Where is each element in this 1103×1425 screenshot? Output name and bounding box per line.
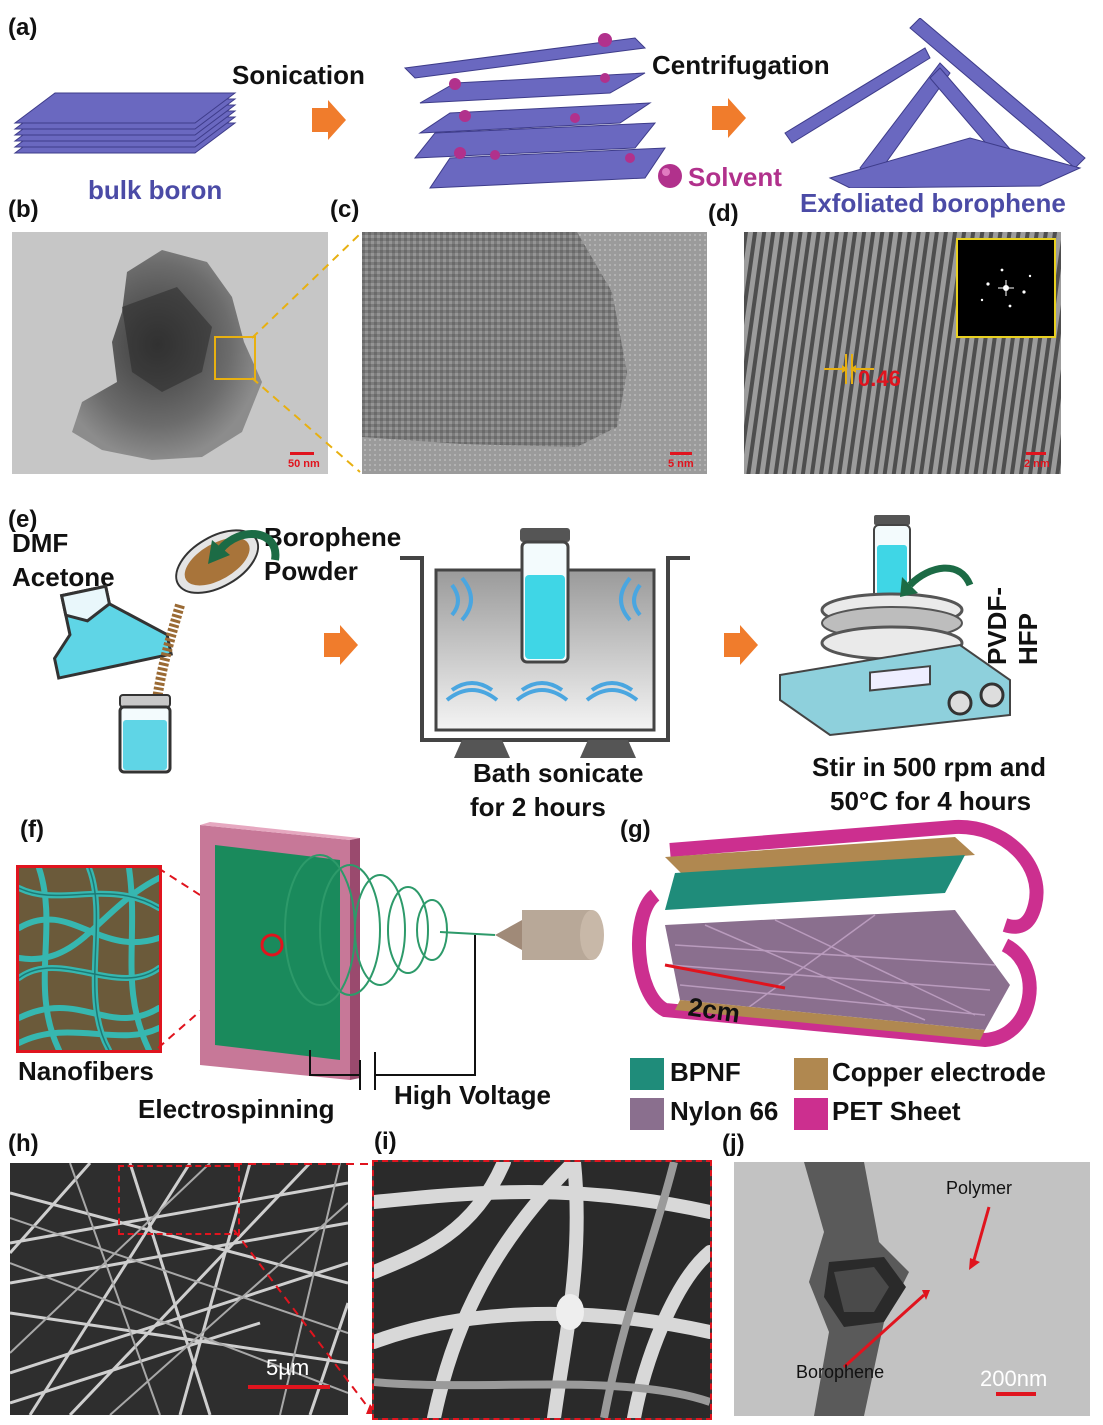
stir-label: Stir in 500 rpm and	[812, 752, 1047, 782]
tem-image-j: Polymer Borophene 200nm	[734, 1162, 1090, 1416]
scale-bar-label: 5 nm	[668, 458, 694, 470]
solvent-label: Solvent	[688, 162, 782, 192]
high-voltage-label: High Voltage	[394, 1080, 551, 1110]
nanofiber-inset	[16, 865, 162, 1053]
panel-label-c: (c)	[330, 196, 360, 223]
legend-swatch-nylon	[630, 1098, 664, 1130]
dmf-label: DMF	[12, 528, 69, 558]
scale-bar-label: 50 nm	[288, 458, 320, 470]
bulk-boron-label: bulk boron	[88, 175, 223, 205]
lattice-spacing-label: 0.46	[858, 366, 901, 391]
arrow-icon	[724, 625, 758, 665]
stir-conditions-label: 50°C for 4 hours	[830, 786, 1032, 816]
sem-image-h: 5µm	[10, 1163, 348, 1415]
electrospinning-label: Electrospinning	[138, 1094, 335, 1124]
panel-label-f: (f)	[20, 816, 44, 843]
solvent-ball-icon	[658, 164, 682, 188]
panel-label-i: (i)	[374, 1128, 397, 1155]
teng-device	[632, 819, 1044, 1048]
borophene-label: Borophene	[264, 522, 402, 552]
scale-bar-label: 2 nm	[1024, 458, 1050, 470]
panel-label-a: (a)	[8, 14, 38, 41]
electrospinning-setup	[157, 822, 604, 1090]
scale-bar	[670, 452, 692, 455]
bath-sonicator	[400, 528, 690, 758]
scale-bar	[248, 1385, 330, 1389]
zoom-lines	[233, 1163, 378, 1414]
zoom-region-box	[214, 336, 256, 380]
scale-bar-label: 5µm	[266, 1355, 310, 1380]
panel-label-b: (b)	[8, 196, 39, 223]
legend-swatch-pet	[794, 1098, 828, 1130]
mixing-illustration	[52, 529, 280, 774]
hot-plate-stirrer	[779, 515, 1011, 737]
fft-inset	[956, 238, 1056, 338]
arrow-icon	[712, 98, 746, 138]
bulk-boron-stack	[13, 92, 237, 154]
scale-bar-label: 200nm	[980, 1366, 1048, 1391]
legend-label-bpnf: BPNF	[670, 1057, 741, 1087]
sem-image-i	[372, 1160, 712, 1420]
exfoliated-borophene-label: Exfoliated borophene	[800, 188, 1066, 218]
bath-duration-label: for 2 hours	[470, 792, 606, 822]
legend-label-pet: PET Sheet	[832, 1096, 961, 1126]
legend-label-copper: Copper electrode	[832, 1057, 1046, 1087]
scale-bar	[996, 1392, 1036, 1396]
panel-label-e: (e)	[8, 506, 38, 533]
sonication-label: Sonication	[232, 60, 365, 90]
tem-image-b: 50 nm	[12, 232, 328, 474]
nanofibers-label: Nanofibers	[18, 1056, 154, 1086]
legend-swatch-bpnf	[630, 1058, 664, 1090]
pvdf-hfp-label: PVDF-HFP	[982, 587, 1043, 665]
hrtem-image-c: 5 nm	[362, 232, 707, 474]
polymer-label: Polymer	[946, 1178, 1013, 1198]
spacing-marker	[824, 354, 874, 384]
scale-bar	[1026, 452, 1046, 455]
exfoliated-flakes	[784, 18, 1086, 188]
borophene-annotation: Borophene	[796, 1362, 885, 1382]
powder-label: Powder	[264, 556, 358, 586]
panel-label-d: (d)	[708, 200, 739, 227]
legend-label-nylon: Nylon 66	[670, 1096, 779, 1126]
scale-bar	[290, 452, 314, 455]
centrifugation-label: Centrifugation	[652, 50, 830, 80]
panel-label-j: (j)	[722, 1130, 745, 1157]
intercalated-sheets	[403, 33, 666, 189]
legend-swatch-copper	[794, 1058, 828, 1090]
panel-label-h: (h)	[8, 1130, 39, 1157]
arrow-icon	[312, 100, 346, 140]
zoom-lines	[251, 233, 361, 473]
arrow-icon	[324, 625, 358, 665]
panel-label-g: (g)	[620, 816, 651, 843]
zoom-region-box	[118, 1165, 240, 1235]
lattice-image-d: 0.46 2 nm	[744, 232, 1061, 474]
bath-sonicate-label: Bath sonicate	[473, 758, 644, 788]
